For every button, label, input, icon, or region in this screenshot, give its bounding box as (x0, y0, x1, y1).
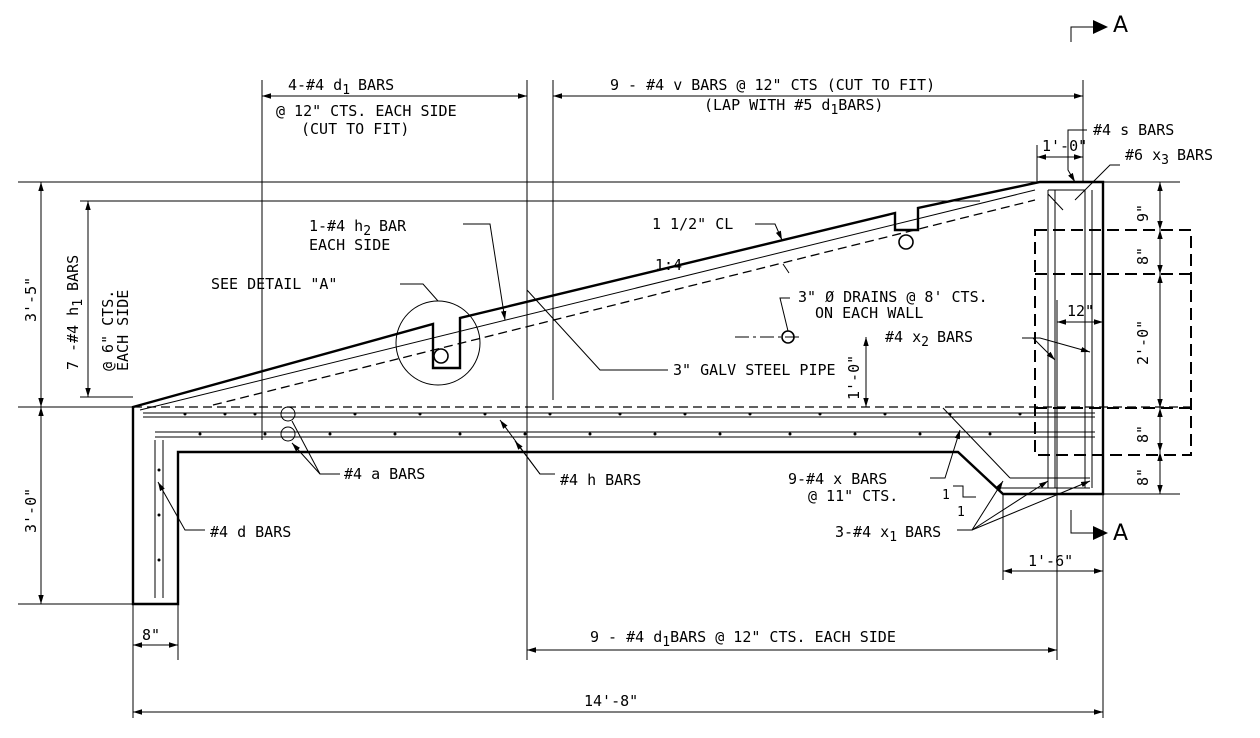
h1-bars-label: 7 -#4 h1BARS (64, 255, 86, 370)
v-bars-label: 9 - #4 v BARS @ 12" CTS (CUT TO FIT) (610, 76, 935, 94)
dim-right-9: 9" (1134, 204, 1152, 222)
d-bars-label: #4 d BARS (210, 523, 291, 541)
svg-text:3'-0": 3'-0" (22, 488, 40, 533)
svg-text:@ 6" CTS.: @ 6" CTS. (99, 290, 117, 371)
svg-text:8": 8" (1134, 247, 1152, 265)
dim-left-35: 3'-5" (22, 277, 40, 322)
galv-pipe-line (212, 199, 1036, 406)
dim-right-8b: 8" (1134, 425, 1152, 443)
extension-lines (18, 80, 1180, 718)
leader-lines (157, 129, 1120, 531)
h1-bars-line3: EACH SIDE (114, 290, 132, 371)
svg-text:3'-5": 3'-5" (22, 277, 40, 322)
svg-text:7 -#4 h1BARS: 7 -#4 h1BARS (64, 255, 86, 370)
section-cut-a-bottom (1070, 510, 1108, 540)
a-bar-circle-bottom (280, 426, 296, 442)
detail-a-circle (395, 300, 481, 386)
svg-text:EACH SIDE: EACH SIDE (114, 290, 132, 371)
dim-right-20: 2'-0" (1134, 320, 1152, 365)
d1-top-line3: (CUT TO FIT) (301, 120, 409, 138)
s-bars-label: #4 s BARS (1093, 121, 1174, 139)
slope-label: 1:4 (655, 256, 682, 274)
dim-bottom-8: 8" (142, 626, 160, 644)
dim-bottom-16: 1'-6" (1028, 552, 1073, 570)
x-bars-label: 9-#4 x BARS (788, 470, 887, 488)
h2-bar-line2: EACH SIDE (309, 236, 390, 254)
dim-right-8a: 8" (1134, 247, 1152, 265)
section-letter-bottom: A (1113, 521, 1128, 546)
drains-label: 3" Ø DRAINS @ 8' CTS. (798, 288, 988, 306)
d1-top-line2: @ 12" CTS. EACH SIDE (276, 102, 457, 120)
dashed-wall-boxes (133, 229, 1192, 456)
dim-left-30: 3'-0" (22, 488, 40, 533)
a-bars-label: #4 a BARS (344, 465, 425, 483)
x-bars-line2: @ 11" CTS. (808, 487, 898, 505)
detail-a-label: SEE DETAIL "A" (211, 275, 337, 293)
dim-inner-12: 12" (1067, 302, 1094, 320)
v-bars-line2: (LAP WITH #5 d1BARS) (704, 96, 883, 118)
clear-cover-label: 1 1/2" CL (652, 215, 733, 233)
svg-text:8": 8" (1134, 425, 1152, 443)
pipe-label: 3" GALV STEEL PIPE (673, 361, 836, 379)
svg-text:9": 9" (1134, 204, 1152, 222)
dimension-lines (38, 93, 1163, 715)
dim-right-8c: 8" (1134, 468, 1152, 486)
slope-horizontal-label: 1 (957, 505, 965, 520)
svg-text:8": 8" (1134, 468, 1152, 486)
rebar-dots (157, 412, 1022, 562)
dim-overall: 14'-8" (584, 692, 638, 710)
dim-top-right: 1'-0" (1042, 137, 1087, 155)
h2-bar-circle-left (433, 348, 449, 364)
dim-drain-10: 1'-0" (845, 355, 863, 400)
rebar-lines (139, 189, 1095, 598)
h2-bar-circle-right (898, 234, 914, 250)
section-cut-a-top (1070, 20, 1108, 42)
a-bar-circle-top (280, 406, 296, 422)
slope-vertical-label: 1 (942, 488, 950, 503)
section-letter-top: A (1113, 13, 1128, 38)
concrete-outline (131, 180, 1105, 606)
h-bars-label: #4 h BARS (560, 471, 641, 489)
drains-line2: ON EACH WALL (815, 304, 923, 322)
d1-bottom-label: 9 - #4 d1BARS @ 12" CTS. EACH SIDE (590, 628, 896, 650)
h1-bars-line2: @ 6" CTS. (99, 290, 117, 371)
svg-text:2'-0": 2'-0" (1134, 320, 1152, 365)
svg-text:1'-0": 1'-0" (845, 355, 863, 400)
